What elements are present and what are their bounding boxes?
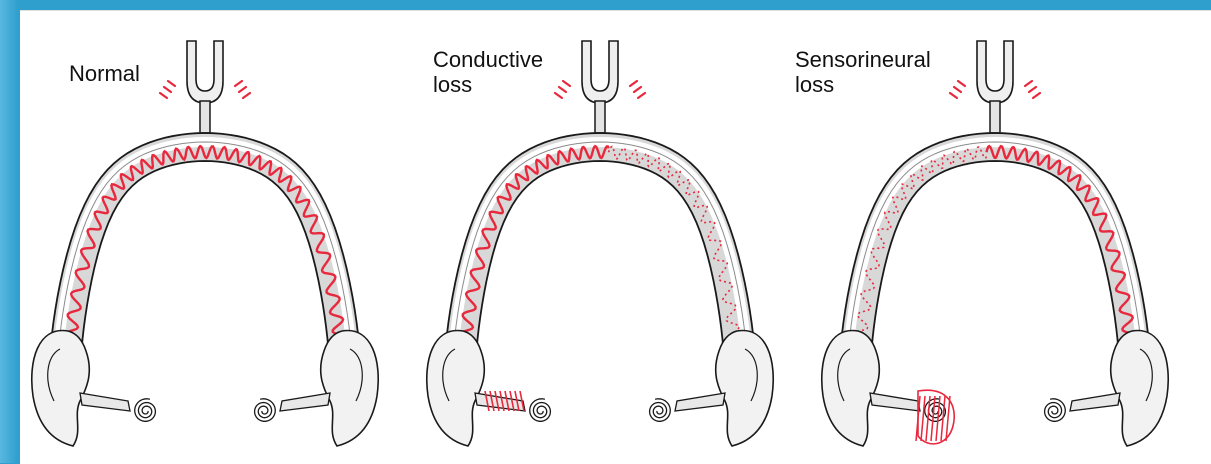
head-band	[50, 133, 360, 363]
vibration-mark	[243, 93, 250, 98]
vibration-mark	[235, 81, 242, 86]
fork-prongs	[582, 41, 618, 103]
ear-canal	[280, 393, 330, 411]
head-band	[840, 133, 1150, 363]
outer-ear	[32, 331, 90, 446]
ear-canal	[80, 393, 130, 411]
ear-group	[822, 331, 954, 446]
vibration-mark	[1025, 81, 1032, 86]
fork-stem	[200, 101, 210, 133]
outer-ear	[427, 331, 485, 446]
vibration-mark	[239, 87, 246, 92]
vibration-mark	[630, 81, 637, 86]
ear-group	[427, 331, 551, 446]
tuning-fork-icon	[555, 41, 645, 133]
head-band	[445, 133, 755, 363]
ear-canal	[870, 393, 920, 411]
ear-group	[32, 331, 156, 446]
damaged-hatch	[921, 396, 925, 441]
tuning-fork-icon	[160, 41, 250, 133]
vibration-mark	[555, 93, 562, 98]
panel-normal	[20, 11, 420, 464]
vibration-mark	[559, 87, 566, 92]
ear-canal	[1070, 393, 1120, 411]
ear-icon	[427, 331, 773, 446]
vibration-mark	[638, 93, 645, 98]
fork-prongs	[187, 41, 223, 103]
cochlea-icon	[650, 399, 671, 422]
tuning-fork-icon	[950, 41, 1040, 133]
ear-group	[1045, 331, 1169, 446]
vibration-mark	[164, 87, 171, 92]
band-outline	[840, 133, 1150, 363]
band-outline	[50, 133, 360, 363]
vibration-mark	[950, 93, 957, 98]
vibration-mark	[168, 81, 175, 86]
fork-prongs	[977, 41, 1013, 103]
outer-ear	[716, 331, 774, 446]
vibration-mark	[563, 81, 570, 86]
vibration-mark	[1029, 87, 1036, 92]
cochlea-icon	[530, 399, 551, 422]
diagram-canvas: Normal Conductive loss Sensorineural los…	[20, 10, 1211, 464]
vibration-mark	[1033, 93, 1040, 98]
fork-stem	[990, 101, 1000, 133]
cochlea-icon	[1045, 399, 1066, 422]
vibration-mark	[958, 81, 965, 86]
ear-icon	[32, 331, 378, 446]
vibration-mark	[954, 87, 961, 92]
outer-ear	[321, 331, 379, 446]
ear-group	[255, 331, 379, 446]
panel-conductive	[415, 11, 815, 464]
outer-ear	[1111, 331, 1169, 446]
ear-canal	[675, 393, 725, 411]
panel-sensorineural	[810, 11, 1210, 464]
cochlea-icon	[135, 399, 156, 422]
outer-ear	[822, 331, 880, 446]
ear-icon	[822, 331, 1168, 446]
cochlea-icon	[255, 399, 276, 422]
fork-stem	[595, 101, 605, 133]
vibration-mark	[634, 87, 641, 92]
band-outline	[445, 133, 755, 363]
vibration-mark	[160, 93, 167, 98]
ear-group	[650, 331, 774, 446]
